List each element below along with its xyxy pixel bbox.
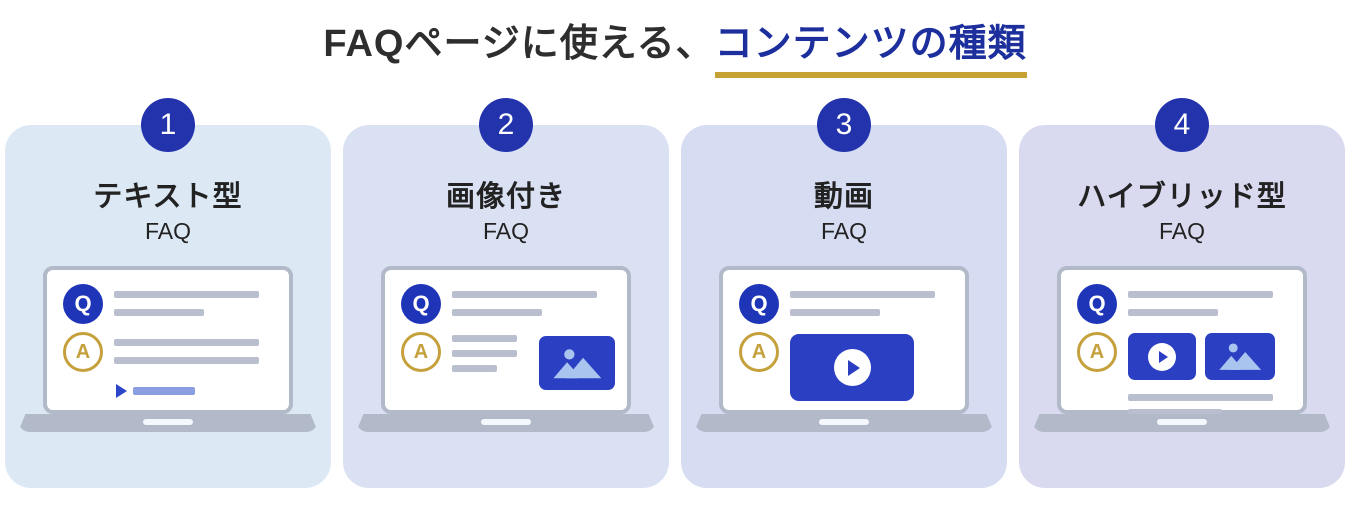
- text-line: [1128, 291, 1273, 298]
- q-icon: Q: [401, 284, 441, 324]
- question-row: Q: [63, 284, 277, 324]
- text-line: [452, 350, 517, 357]
- question-lines: [790, 284, 935, 316]
- link-row: [116, 384, 277, 398]
- text-line: [452, 335, 517, 342]
- text-line: [114, 339, 259, 346]
- answer-row: A: [1077, 332, 1291, 380]
- text-line: [790, 291, 935, 298]
- card-text-faq: 1 テキスト型 FAQ Q A: [5, 98, 331, 488]
- card-image-faq: 2 画像付き FAQ Q A: [343, 98, 669, 488]
- question-row: Q: [739, 284, 953, 324]
- image-thumbnail: [539, 336, 615, 390]
- text-line: [1128, 394, 1273, 401]
- answer-row: A: [401, 332, 615, 390]
- card-title: 画像付き: [445, 181, 566, 213]
- question-lines: [114, 284, 259, 316]
- card-title: 動画: [813, 181, 874, 213]
- video-thumbnail: [1128, 333, 1196, 380]
- laptop-illustration: Q A: [681, 266, 1007, 432]
- card-number-badge: 3: [817, 98, 871, 152]
- text-line: [114, 291, 259, 298]
- title-highlight: コンテンツの種類: [714, 12, 1027, 78]
- q-icon: Q: [739, 284, 779, 324]
- play-icon: [833, 349, 871, 386]
- text-line: [452, 365, 497, 372]
- card-title: ハイブリッド型: [1077, 181, 1287, 213]
- answer-row: A: [63, 332, 277, 372]
- answer-row: A: [739, 332, 953, 401]
- text-line: [1128, 309, 1218, 316]
- q-icon: Q: [1077, 284, 1117, 324]
- link-arrow-icon: [116, 384, 127, 398]
- laptop-base: [18, 414, 318, 432]
- laptop-base: [356, 414, 656, 432]
- answer-lines: [452, 332, 517, 372]
- a-icon: A: [739, 332, 779, 372]
- answer-lines: [114, 332, 259, 364]
- laptop-screen: Q A: [381, 266, 631, 414]
- card-title: テキスト型: [93, 181, 243, 213]
- question-row: Q: [1077, 284, 1291, 324]
- question-lines: [452, 284, 597, 316]
- text-line: [452, 291, 597, 298]
- laptop-illustration: Q A: [1019, 266, 1345, 432]
- text-line: [114, 357, 259, 364]
- page-title: FAQページに使える、コンテンツの種類: [0, 0, 1350, 78]
- text-line: [790, 309, 880, 316]
- mountain-sun-icon: [1219, 343, 1261, 370]
- link-line: [133, 387, 195, 395]
- cards-container: 1 テキスト型 FAQ Q A: [5, 98, 1345, 488]
- question-row: Q: [401, 284, 615, 324]
- laptop-illustration: Q A: [5, 266, 331, 432]
- media-thumbnails: [1128, 332, 1275, 380]
- play-icon: [1148, 342, 1176, 371]
- card-subtitle: FAQ: [144, 218, 191, 244]
- a-icon: A: [1077, 332, 1117, 372]
- answer-lines: [1128, 391, 1291, 416]
- title-prefix: FAQページに使える、: [323, 23, 715, 65]
- laptop-base: [694, 414, 994, 432]
- card-number-badge: 2: [479, 98, 533, 152]
- video-thumbnail: [790, 334, 914, 401]
- card-subtitle: FAQ: [1158, 218, 1205, 244]
- laptop-illustration: Q A: [343, 266, 669, 432]
- question-lines: [1128, 284, 1273, 316]
- card-hybrid-faq: 4 ハイブリッド型 FAQ Q A: [1019, 98, 1345, 488]
- card-video-faq: 3 動画 FAQ Q A: [681, 98, 1007, 488]
- text-line: [114, 309, 204, 316]
- text-line: [452, 309, 542, 316]
- card-subtitle: FAQ: [820, 218, 867, 244]
- laptop-screen: Q A: [719, 266, 969, 414]
- a-icon: A: [63, 332, 103, 372]
- laptop-screen: Q A: [43, 266, 293, 414]
- a-icon: A: [401, 332, 441, 372]
- mountain-sun-icon: [553, 348, 601, 378]
- laptop-screen: Q A: [1057, 266, 1307, 416]
- image-thumbnail: [1205, 333, 1275, 380]
- card-number-badge: 4: [1155, 98, 1209, 152]
- q-icon: Q: [63, 284, 103, 324]
- card-subtitle: FAQ: [482, 218, 529, 244]
- laptop-base: [1032, 414, 1332, 432]
- text-line: [1128, 409, 1222, 416]
- card-number-badge: 1: [141, 98, 195, 152]
